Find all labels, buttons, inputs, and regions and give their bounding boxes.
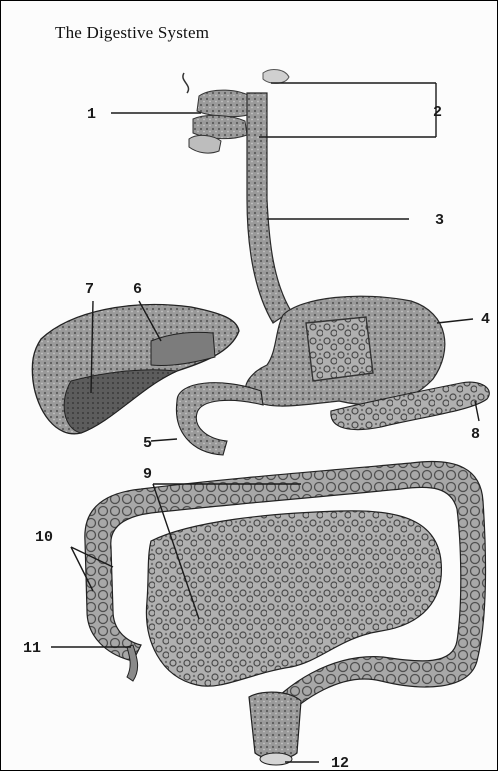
esophagus xyxy=(247,93,291,323)
label-5: 5 xyxy=(143,435,152,452)
liver xyxy=(32,305,239,434)
label-12: 12 xyxy=(331,755,349,770)
label-8: 8 xyxy=(471,426,480,443)
label-3: 3 xyxy=(435,212,444,229)
label-10: 10 xyxy=(35,529,53,546)
label-9: 9 xyxy=(143,466,152,483)
label-11: 11 xyxy=(23,640,41,657)
label-1: 1 xyxy=(87,106,96,123)
stomach-lining-window xyxy=(306,317,373,381)
mouth-region xyxy=(183,70,289,154)
label-7: 7 xyxy=(85,281,94,298)
label-4: 4 xyxy=(481,311,490,328)
anus xyxy=(260,753,292,765)
rectum xyxy=(249,692,301,759)
duodenum xyxy=(176,383,263,455)
label-2: 2 xyxy=(433,104,442,121)
label-6: 6 xyxy=(133,281,142,298)
